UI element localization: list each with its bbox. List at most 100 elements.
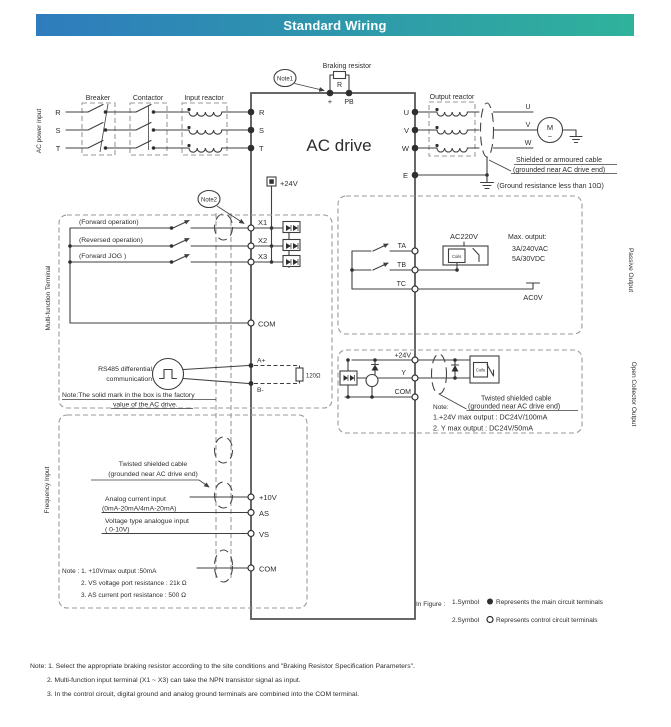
motor-ground-icon bbox=[561, 129, 583, 144]
multi-function-section: Multi-function Terminal Note2 (Forward o… bbox=[45, 189, 333, 409]
note1-callout bbox=[273, 68, 297, 88]
ac220v-label: AC220V bbox=[450, 232, 478, 241]
terminal-x1 bbox=[247, 224, 255, 232]
terminal-pb bbox=[345, 89, 353, 97]
switch-icon bbox=[169, 219, 190, 264]
breaker-label: Breaker bbox=[86, 95, 111, 102]
voltage-input-label-1: Voltage type analogue input bbox=[105, 518, 189, 525]
max-output-dc: 5A/30VDC bbox=[512, 256, 545, 263]
motor-m-label: M bbox=[547, 123, 553, 132]
phase-r-label: R bbox=[55, 108, 61, 117]
relay-coil-icon: Coils bbox=[442, 245, 489, 266]
note1-label: Note1 bbox=[277, 77, 294, 83]
terminal-as-label: AS bbox=[259, 509, 269, 518]
output-reactor-box bbox=[428, 101, 476, 157]
shielded-cable-note-2: (grounded near AC drive end) bbox=[513, 167, 605, 174]
terminal-e bbox=[411, 171, 419, 179]
transistor-icon bbox=[365, 373, 379, 388]
terminal-b-label: B- bbox=[257, 387, 264, 394]
cable-note-pointer bbox=[438, 393, 578, 411]
ground-resistance-note: (Ground resistance less than 10Ω) bbox=[497, 183, 604, 190]
contactor-label: Contactor bbox=[133, 95, 164, 102]
open-collector-box bbox=[337, 349, 583, 434]
power-input-section: AC power input R S T Breaker Contactor I… bbox=[36, 95, 265, 156]
diode-icon bbox=[450, 358, 460, 380]
coils-label: Coils bbox=[476, 368, 485, 373]
internal-24v-node: +24V bbox=[266, 176, 298, 263]
breaker-switch-icon bbox=[65, 103, 249, 153]
square-wave-icon bbox=[151, 357, 185, 391]
footnote-3: 3. In the control circuit, digital groun… bbox=[47, 691, 359, 698]
diode-icon bbox=[370, 363, 380, 371]
terminal-ta-label: TA bbox=[398, 243, 407, 250]
cable-note-pointer bbox=[91, 479, 209, 487]
terminal-s bbox=[247, 126, 255, 134]
phase-v-label: V bbox=[526, 122, 531, 129]
terminal-t-label: T bbox=[259, 144, 264, 153]
optocoupler-icon bbox=[282, 238, 301, 252]
phase-u-label: U bbox=[525, 104, 530, 111]
terminal-as bbox=[247, 508, 255, 517]
x1-function-label: (Forward operation) bbox=[79, 219, 139, 226]
legend-item1-label: 1.Symbol bbox=[452, 599, 480, 606]
ac-drive-box: AC drive bbox=[250, 92, 416, 620]
terminal-freq-com bbox=[247, 564, 255, 572]
terminal-t bbox=[247, 144, 255, 152]
open-collector-label: Open Collector Output bbox=[630, 362, 637, 427]
rs485-label-2: communication bbox=[106, 376, 152, 383]
terminal-x1-label: X1 bbox=[258, 218, 267, 227]
terminal-tb bbox=[411, 266, 419, 274]
note2-label: Note2 bbox=[201, 198, 218, 204]
motor-tilde: ~ bbox=[548, 132, 553, 141]
oc-cable-note-1: Twisted shielded cable bbox=[481, 396, 552, 403]
terminal-x2-label: X2 bbox=[258, 236, 267, 245]
note2-arrow bbox=[216, 205, 245, 224]
input-reactor-label: Input reactor bbox=[184, 95, 224, 102]
page-title: Standard Wiring bbox=[283, 17, 387, 33]
terminal-e-label: E bbox=[403, 171, 408, 180]
internal-24v-label: +24V bbox=[280, 179, 298, 188]
terminal-r-label: R bbox=[259, 108, 265, 117]
terminal-tc bbox=[411, 285, 419, 293]
header-bar: Standard Wiring bbox=[36, 14, 634, 36]
footnotes: Note: 1. Select the appropriate braking … bbox=[30, 663, 415, 698]
freq-cable-note-1: Twisted shielded cable bbox=[119, 461, 188, 468]
terminal-24v-label: +24V bbox=[394, 353, 411, 360]
legend-item1-desc: Represents the main circuit terminals bbox=[496, 599, 604, 606]
terminal-b-minus bbox=[248, 381, 254, 386]
resistor-icon bbox=[332, 70, 347, 80]
terminal-24v bbox=[411, 356, 419, 364]
relay-contact-icon bbox=[372, 243, 389, 271]
cable-shield-icon bbox=[213, 436, 234, 464]
resistor-r-label: R bbox=[337, 82, 342, 89]
terminal-u-label: U bbox=[404, 108, 409, 117]
terminal-v-label: V bbox=[404, 126, 409, 135]
braking-resistor-label: Braking resistor bbox=[323, 63, 372, 70]
output-reactor-label: Output reactor bbox=[430, 94, 475, 101]
multi-function-label: Multi-function Terminal bbox=[45, 265, 52, 330]
optocoupler-icon bbox=[282, 254, 301, 268]
terminal-u bbox=[411, 108, 419, 116]
terminal-vs-label: VS bbox=[259, 530, 269, 539]
max-output-title: Max. output: bbox=[508, 234, 547, 241]
oc-note-1: 1.+24V max output : DC24V/100mA bbox=[433, 413, 548, 422]
main-terminal-symbol-icon bbox=[487, 598, 493, 605]
rs485-group: RS485 differential communication A+ B- 1… bbox=[62, 358, 321, 409]
freq-cable-note-2: (grounded near AC drive end) bbox=[108, 471, 198, 478]
terminal-y-label: Y bbox=[401, 370, 406, 377]
terminal-x2 bbox=[247, 242, 255, 250]
terminal-oc-com-label: COM bbox=[395, 389, 412, 396]
terminal-a-plus bbox=[248, 363, 254, 368]
ac0v-rail-icon bbox=[417, 282, 541, 290]
freq-note-2: 2. VS voltage port resistance : 21k Ω bbox=[81, 580, 187, 587]
x2-function-label: (Reversed operation) bbox=[79, 237, 143, 244]
note2-callout bbox=[197, 189, 221, 209]
terminal-v bbox=[411, 126, 419, 134]
ac-power-input-label: AC power input bbox=[36, 109, 43, 154]
analog-current-label-2: (0mA-20mA/4mA-20mA) bbox=[102, 506, 176, 513]
x3-function-label: (Forward JOG ) bbox=[79, 253, 126, 260]
optocoupler-icon bbox=[282, 220, 301, 234]
braking-resistor-section: Braking resistor R + PB Note1 bbox=[273, 63, 372, 106]
